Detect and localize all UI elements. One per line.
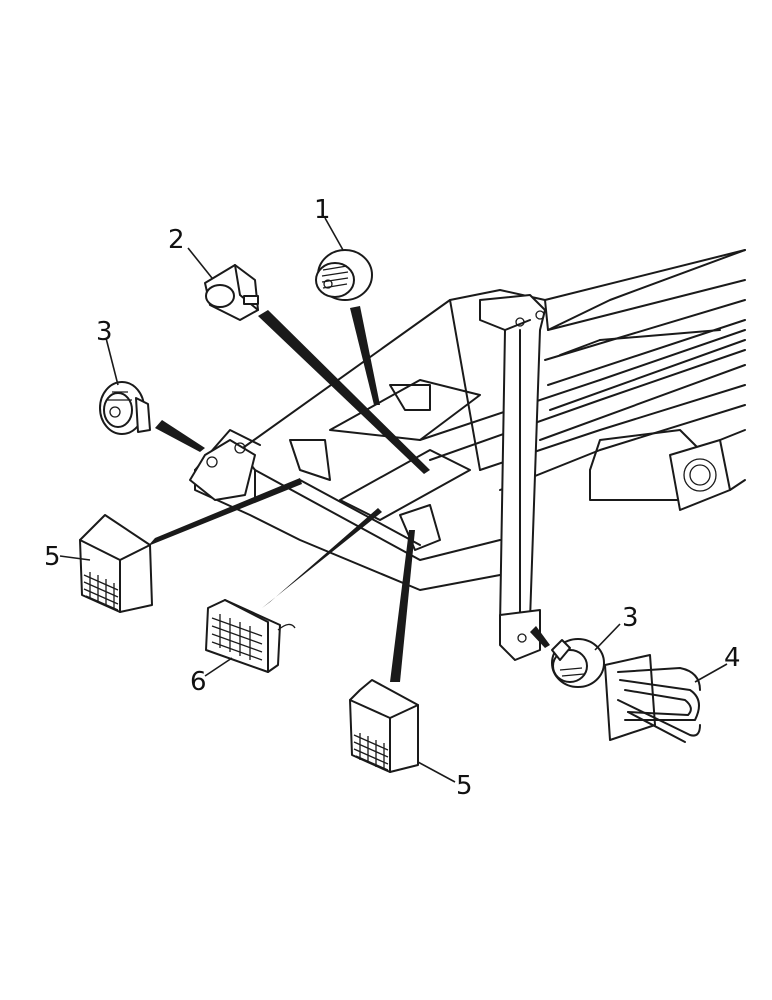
part-2-bracket-lamp: [204, 264, 259, 321]
callout-3-left: 3: [96, 317, 113, 347]
spike-part-2: [258, 310, 430, 474]
lamp-lens-dots: [353, 733, 389, 771]
leader-spikes: [148, 306, 550, 682]
callout-5-left: 5: [44, 542, 61, 572]
callout-5-right: 5: [456, 771, 473, 801]
callout-labels: 1 2 3 3 4 5 5 6: [44, 195, 741, 801]
part-5-rear-lamp-left: [79, 514, 153, 613]
part-3-horn-right: [551, 638, 605, 688]
reflector-grid: [211, 614, 263, 661]
spike-part-6: [262, 508, 382, 608]
spike-part-3b: [530, 626, 550, 648]
part-6-reflector-lamp: [205, 599, 296, 673]
callout-2: 2: [168, 225, 185, 255]
chassis-frame: [189, 249, 746, 661]
part-1-round-lamp: [315, 249, 373, 301]
part-4-cage-bracket: [604, 654, 701, 743]
callout-3-right: 3: [622, 603, 639, 633]
spike-part-5b: [390, 530, 415, 682]
spike-part-3a: [155, 420, 205, 452]
spike-part-1: [350, 306, 380, 405]
callout-4: 4: [724, 643, 741, 673]
callout-6: 6: [190, 667, 207, 697]
lamp-lens-dots: [83, 572, 119, 611]
callout-leaders: [59, 217, 728, 783]
part-5-rear-lamp-right: [349, 679, 419, 773]
callout-1: 1: [314, 195, 331, 225]
part-3-horn-left: [99, 381, 151, 435]
spike-part-5a: [148, 478, 302, 546]
